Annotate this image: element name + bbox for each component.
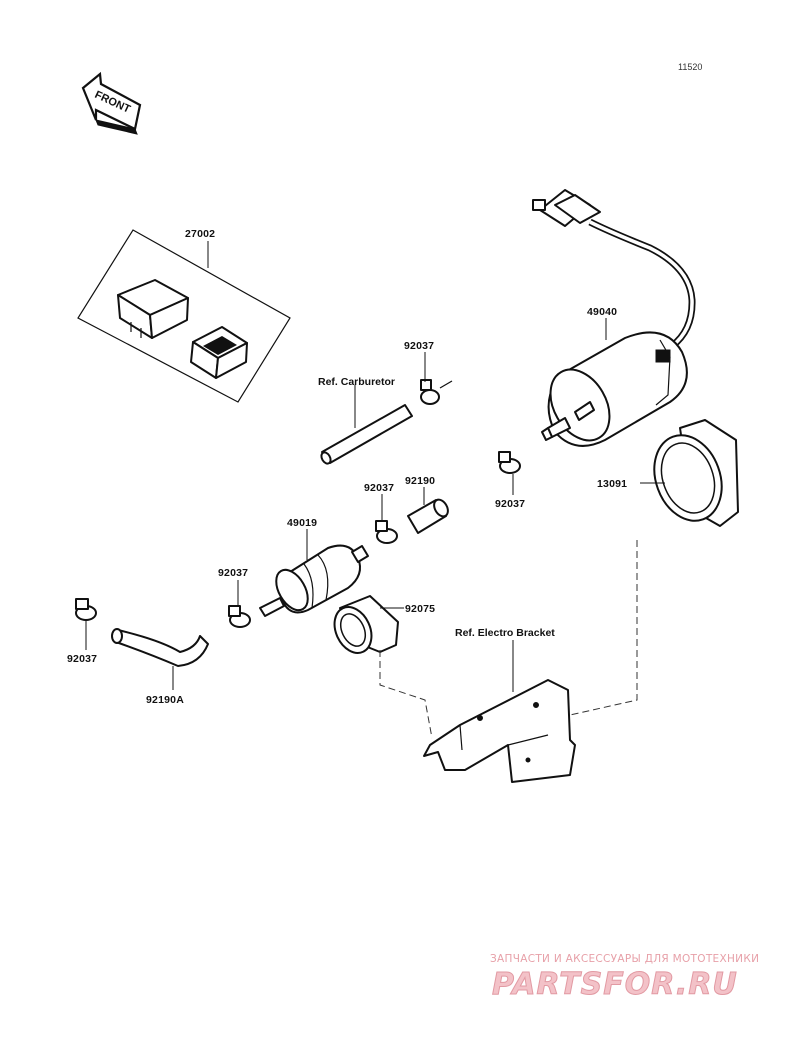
part-label-92037-b: 92037 [495,498,525,510]
hose-clamp-5 [75,598,97,621]
part-label-92075: 92075 [405,603,435,615]
hose-clamp-1 [420,379,453,405]
relay-kit-27002 [77,229,291,403]
ref-electro-bracket-label: Ref. Electro Bracket [455,627,555,639]
part-label-92190a: 92190A [146,694,184,706]
front-arrow-icon: FRONT [81,71,142,135]
part-label-49019: 49019 [287,517,317,529]
watermark-brand: PARTSFOR.RU [492,967,738,1002]
ref-carburetor-label: Ref. Carburetor [318,376,395,388]
part-label-13091: 13091 [597,478,627,490]
hose-clamp-4 [228,605,251,628]
hose-92190 [407,498,449,534]
part-label-92037-a: 92037 [404,340,434,352]
watermark-tagline: ЗАПЧАСТИ И АКСЕССУАРЫ ДЛЯ МОТОТЕХНИКИ [490,953,759,965]
part-label-49040: 49040 [587,306,617,318]
hose-92190a [111,628,209,667]
part-label-92037-d: 92037 [218,567,248,579]
part-label-92190: 92190 [405,475,435,487]
pump-connector [532,189,696,349]
part-label-92037-e: 92037 [67,653,97,665]
assembly-line-holder [379,650,433,739]
hose-clamp-2 [498,451,521,474]
fuel-pump-49040 [541,331,688,447]
part-label-92037-c: 92037 [364,482,394,494]
damper-13091 [653,419,739,527]
fuel-filter-49019 [259,544,369,617]
carburetor-hose [320,404,413,465]
part-label-27002: 27002 [185,228,215,240]
drawing-code: 11520 [678,62,702,72]
watermark: ЗАПЧАСТИ И АКСЕССУАРЫ ДЛЯ МОТОТЕХНИКИ PA… [490,953,759,1003]
assembly-line-damper [569,540,638,716]
electro-bracket [423,679,576,783]
hose-clamp-3 [375,520,398,544]
holder-92075 [333,595,399,654]
